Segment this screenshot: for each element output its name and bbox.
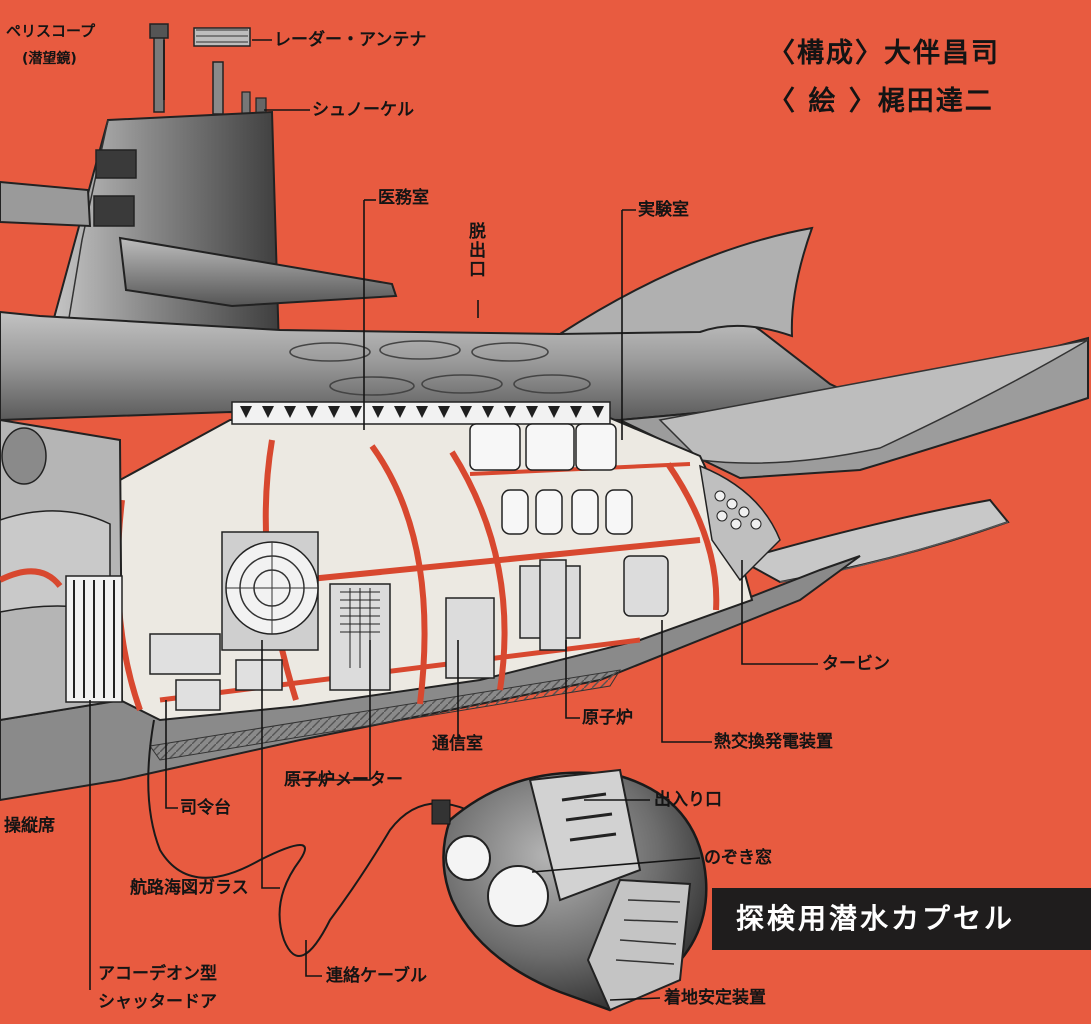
bow-section [0,418,124,722]
label-laboratory: 実験室 [638,200,689,220]
exploration-capsule [431,768,708,1012]
masts [149,23,267,115]
credit-composition: 〈構成〉大伴昌司 [768,38,1000,69]
label-periscope-sub: (潜望鏡) [22,51,77,67]
label-heat-exchange: 熱交換発電装置 [714,732,833,752]
nav-chart-glass-art [221,531,319,651]
credit-illustration: 〈 絵 〉梶田達二 [768,86,994,117]
label-peep-window: のぞき窓 [704,848,772,868]
leader-lines [89,39,818,1001]
label-contact-cable: 連絡ケーブル [326,966,427,986]
label-landing-stabilizer: 着地安定装置 [664,988,766,1008]
label-radar-antenna: レーダー・アンテナ [274,30,427,50]
hull-deck [0,226,864,422]
label-medical-room: 医務室 [378,188,429,208]
capsule-title-banner: 探検用潜水カプセル [712,888,1091,950]
label-reactor-meter: 原子炉メーター [284,770,403,790]
label-turbine: タービン [822,654,890,674]
label-helm-seat: 操縦席 [4,816,55,836]
label-entrance: 出入り口 [654,790,722,810]
label-reactor: 原子炉 [582,708,633,728]
contact-cable-line [147,719,469,957]
hull-cutaway [114,401,781,722]
label-accordion-door-1: アコーデオン型 [98,964,217,984]
label-command-stand: 司令台 [180,798,231,818]
label-accordion-door-2: シャッタードア [98,992,217,1012]
label-nav-chart-glass: 航路海図ガラス [130,878,249,898]
label-periscope: ペリスコープ [6,22,96,40]
label-escape-hatch: 脱出口 [465,222,485,279]
label-comm-room: 通信室 [432,734,483,754]
label-snorkel: シュノーケル [312,100,414,120]
